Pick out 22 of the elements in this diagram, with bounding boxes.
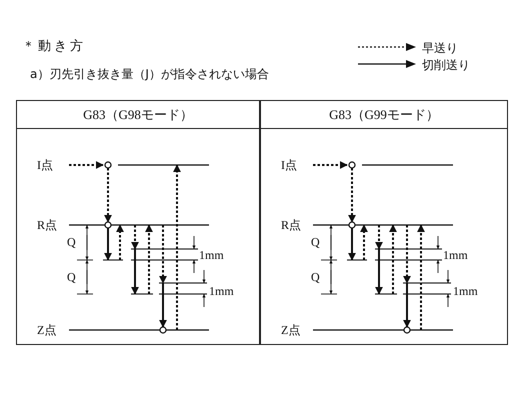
level-label: Z点	[37, 323, 56, 337]
table-panel	[260, 100, 508, 345]
panel-heading: G83（G98モード）	[17, 101, 259, 129]
level-label: Z点	[281, 323, 300, 337]
dimension-label: Q	[67, 235, 76, 249]
legend-label: 早送り	[422, 40, 458, 57]
level-label: I点	[281, 158, 297, 172]
panel-heading: G83（G99モード）	[261, 101, 507, 129]
dimension-label: 1mm	[199, 248, 224, 262]
level-label: R点	[281, 218, 302, 232]
heading: ＊動き方	[22, 38, 86, 55]
dimension-label: Q	[311, 235, 320, 249]
dimension-label: Q	[67, 270, 76, 284]
table-panel	[16, 100, 260, 345]
level-label: R点	[37, 218, 58, 232]
dimension-label: 1mm	[453, 284, 478, 298]
dimension-label: Q	[311, 270, 320, 284]
subheading: a）刃先引き抜き量（J）が指令されない場合	[30, 66, 269, 83]
level-label: I点	[37, 158, 53, 172]
dimension-label: 1mm	[209, 284, 234, 298]
legend-label: 切削送り	[422, 57, 470, 74]
dimension-label: 1mm	[443, 248, 468, 262]
